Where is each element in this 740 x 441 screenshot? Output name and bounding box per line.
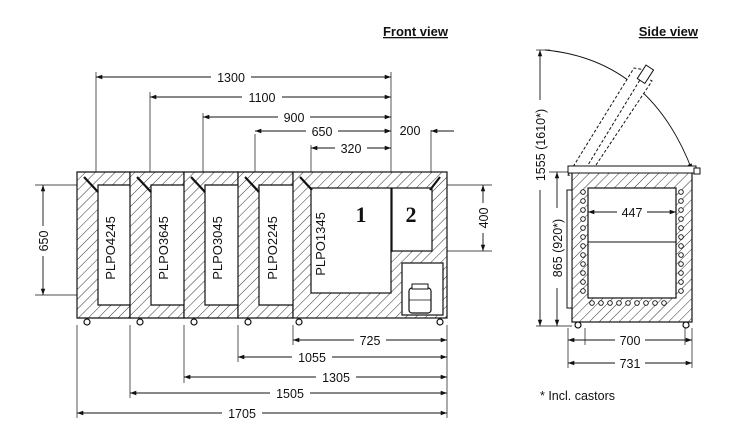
dim-725: 725 [360, 334, 381, 348]
dim-1305: 1305 [322, 371, 350, 385]
dim-1505: 1505 [276, 387, 304, 401]
coil-circle [678, 225, 684, 231]
coil-circle [580, 288, 586, 294]
coil-circle [580, 243, 586, 249]
dim-depth-body: 700 [620, 334, 641, 348]
model-label: PLPO2245 [265, 216, 280, 280]
cabinet-plpo3645: PLPO3645 [129, 171, 185, 326]
front-view-heading: Front view [383, 24, 449, 39]
coil-circle [589, 300, 595, 306]
dim-1055: 1055 [298, 351, 326, 365]
coil-circle [580, 279, 586, 285]
footnote: * Incl. castors [540, 389, 615, 403]
cabinet-plpo2245: PLPO2245 [237, 171, 294, 326]
dim-depth-total: 731 [620, 357, 641, 371]
dim-320: 320 [341, 142, 362, 156]
coil-circle [678, 270, 684, 276]
dim-height-650: 650 [37, 231, 51, 252]
cabinet-plpo3045: PLPO3045 [183, 171, 239, 326]
side-view-heading: Side view [639, 24, 699, 39]
compartment-2-label: 2 [406, 202, 417, 227]
coil-circle [643, 300, 649, 306]
coil-circle [580, 270, 586, 276]
dim-compartment-400: 400 [477, 208, 491, 229]
dim-1300: 1300 [217, 71, 245, 85]
coil-circle [661, 300, 667, 306]
coil-circle [607, 300, 613, 306]
coil-circle [678, 252, 684, 258]
dim-side-total-height: 1555 (1610*) [534, 109, 548, 181]
front-extension-lines [35, 72, 492, 418]
bottom-dimension-lines [77, 337, 447, 416]
compressor-icon [408, 283, 432, 314]
model-label: PLPO4245 [103, 216, 118, 280]
coil-circle [678, 279, 684, 285]
coil-circle [580, 216, 586, 222]
open-lid [567, 64, 655, 181]
coil-circle [580, 198, 586, 204]
dim-1705: 1705 [228, 407, 256, 421]
coil-circle [616, 300, 622, 306]
coil-circle [634, 300, 640, 306]
cooling-coils [580, 189, 684, 306]
dim-900: 900 [284, 111, 305, 125]
coil-circle [580, 189, 586, 195]
side-view [536, 49, 701, 368]
dim-side-body-height: 865 (920*) [551, 219, 565, 277]
cabinet-plpo1345: PLPO1345 1 2 [292, 171, 448, 326]
dim-1100: 1100 [249, 91, 276, 105]
model-label: PLPO3045 [210, 216, 225, 280]
coil-circle [580, 252, 586, 258]
model-label: PLPO1345 [313, 212, 328, 276]
coil-circle [678, 198, 684, 204]
coil-circle [625, 300, 631, 306]
coil-circle [678, 234, 684, 240]
coil-circle [580, 207, 586, 213]
coil-circle [580, 225, 586, 231]
model-label: PLPO3645 [156, 216, 171, 280]
dim-200: 200 [400, 124, 421, 138]
coil-circle [678, 288, 684, 294]
coil-circle [678, 261, 684, 267]
coil-circle [678, 216, 684, 222]
coil-circle [580, 234, 586, 240]
coil-circle [580, 261, 586, 267]
coil-circle [652, 300, 658, 306]
coil-circle [678, 243, 684, 249]
compartment-1-label: 1 [356, 202, 367, 227]
coil-circle [678, 189, 684, 195]
coil-circle [678, 207, 684, 213]
dim-650: 650 [312, 125, 333, 139]
dim-inner-width: 447 [622, 206, 643, 220]
coil-circle [598, 300, 604, 306]
cabinet-plpo4245: PLPO4245 [76, 171, 131, 326]
